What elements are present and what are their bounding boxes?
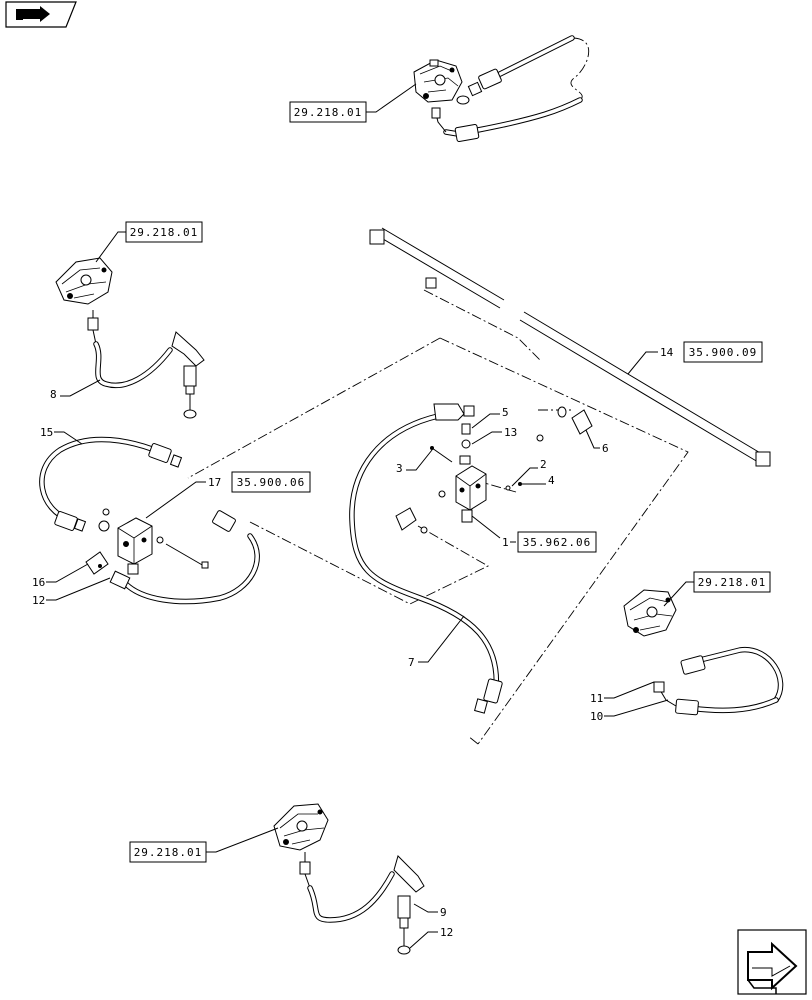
reference-label: 35.900.09 xyxy=(689,346,758,359)
hose-8 xyxy=(87,310,205,419)
hose-top xyxy=(431,35,590,142)
callouts: 1 2 3 4 5 6 7 8 xyxy=(32,346,674,949)
svg-text:17: 17 xyxy=(208,476,221,489)
svg-text:11: 11 xyxy=(590,692,603,705)
svg-text:4: 4 xyxy=(548,474,555,487)
svg-text:9: 9 xyxy=(440,906,447,919)
callout-15: 15 xyxy=(40,426,83,445)
svg-text:12: 12 xyxy=(440,926,453,939)
hose-9 xyxy=(299,852,425,955)
svg-text:10: 10 xyxy=(590,710,603,723)
center-hose-7 xyxy=(349,403,503,714)
callout-7: 7 xyxy=(408,615,465,669)
reference-label: 29.218.01 xyxy=(698,576,767,589)
svg-text:12: 12 xyxy=(32,594,45,607)
reference-label: 29.218.01 xyxy=(134,846,203,859)
reference-box-17[interactable]: 35.900.06 xyxy=(231,471,311,493)
reference-box-14[interactable]: 35.900.09 xyxy=(683,341,763,363)
svg-text:3: 3 xyxy=(396,462,403,475)
svg-text:7: 7 xyxy=(408,656,415,669)
next-page-arrow-icon[interactable] xyxy=(737,929,807,995)
reference-box-right[interactable]: 29.218.01 xyxy=(663,571,771,607)
callout-9: 9 xyxy=(413,903,447,919)
pump-left xyxy=(55,257,113,305)
callout-5: 5 xyxy=(471,406,509,429)
callout-17: 17 xyxy=(145,476,221,519)
reference-box-bottom[interactable]: 29.218.01 xyxy=(129,827,279,863)
svg-text:6: 6 xyxy=(602,442,609,455)
callout-2: 2 xyxy=(511,458,547,487)
hose-assembly-left-lower xyxy=(85,510,260,605)
reference-label: 35.900.06 xyxy=(237,476,306,489)
callout-1: 1 xyxy=(471,515,516,549)
reference-box-left[interactable]: 29.218.01 xyxy=(95,221,203,263)
pump-right xyxy=(623,589,677,637)
svg-text:2: 2 xyxy=(540,458,547,471)
callout-13: 13 xyxy=(471,426,517,445)
pump-top xyxy=(413,59,463,103)
callout-12-left: 12 xyxy=(32,577,111,607)
valve-block-1 xyxy=(395,406,593,534)
callout-16: 16 xyxy=(32,563,89,589)
hand-pointing-icon[interactable] xyxy=(5,1,77,28)
pump-bottom xyxy=(273,803,329,851)
callout-4: 4 xyxy=(522,474,555,487)
callout-12-bottom: 12 xyxy=(409,926,453,949)
svg-text:13: 13 xyxy=(504,426,517,439)
assembly-boundary-lines xyxy=(187,289,689,745)
reference-label: 35.962.06 xyxy=(523,536,592,549)
svg-text:5: 5 xyxy=(502,406,509,419)
hose-15 xyxy=(39,436,183,532)
reference-box-1[interactable]: 35.962.06 xyxy=(517,531,597,553)
callout-10: 10 xyxy=(590,699,669,723)
svg-text:1: 1 xyxy=(502,536,509,549)
valve-block-17 xyxy=(98,508,209,575)
callout-14: 14 xyxy=(627,346,674,375)
callout-3: 3 xyxy=(396,449,433,475)
reference-label: 29.218.01 xyxy=(130,226,199,239)
svg-text:8: 8 xyxy=(50,388,57,401)
callout-8: 8 xyxy=(50,379,101,401)
svg-text:16: 16 xyxy=(32,576,45,589)
callout-11: 11 xyxy=(590,681,655,705)
svg-text:14: 14 xyxy=(660,346,674,359)
tube-14 xyxy=(369,227,771,467)
svg-text:15: 15 xyxy=(40,426,53,439)
hose-10 xyxy=(653,647,784,716)
callout-6: 6 xyxy=(585,429,609,455)
reference-label: 29.218.01 xyxy=(294,106,363,119)
reference-box-top[interactable]: 29.218.01 xyxy=(289,83,417,123)
